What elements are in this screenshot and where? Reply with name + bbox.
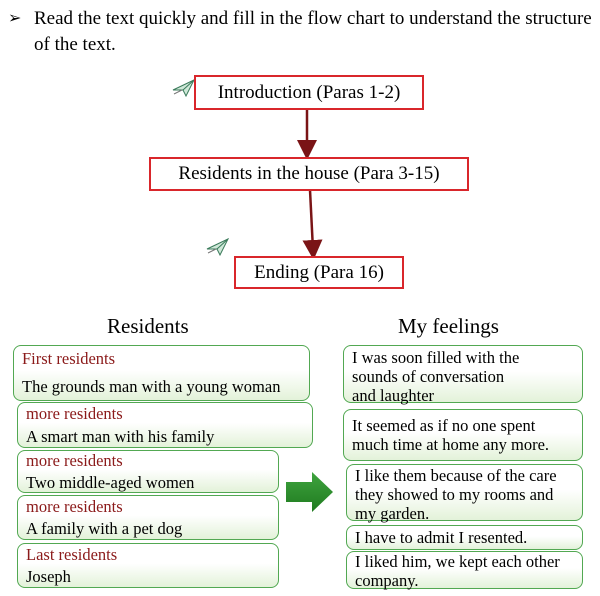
feeling-card-text: I was soon filled with the sounds of con… — [352, 348, 520, 405]
resident-card-3: more residents Two middle-aged women — [17, 450, 279, 493]
paper-plane-icon — [206, 237, 230, 257]
feeling-card-text: It seemed as if no one spent much time a… — [352, 416, 550, 454]
resident-card-4: more residents A family with a pet dog — [17, 495, 279, 540]
flow-box-residents: Residents in the house (Para 3-15) — [149, 157, 469, 191]
resident-card-label: First residents — [22, 349, 116, 368]
flow-arrow-2 — [302, 189, 323, 260]
feeling-card-text: I liked him, we kept each other company. — [355, 552, 560, 590]
feeling-card-2: It seemed as if no one spent much time a… — [343, 409, 583, 461]
arrow-bullet-icon: ➢ — [8, 10, 22, 27]
resident-card-1: First residents The grounds man with a y… — [13, 345, 310, 401]
resident-card-label: Last residents — [26, 545, 118, 564]
big-right-arrow-icon — [286, 472, 333, 512]
residents-heading: Residents — [107, 314, 189, 338]
paper-plane-icon — [172, 78, 196, 98]
feelings-heading: My feelings — [398, 314, 499, 338]
flow-connectors — [297, 110, 323, 260]
instruction-text: Read the text quickly and fill in the fl… — [34, 8, 592, 55]
feeling-card-text: I have to admit I resented. — [355, 528, 528, 547]
flow-box-ending-label: Ending (Para 16) — [254, 261, 384, 283]
flow-box-introduction: Introduction (Paras 1-2) — [194, 75, 424, 110]
resident-card-value: A family with a pet dog — [26, 519, 183, 538]
resident-card-value: Two middle-aged women — [26, 473, 195, 492]
resident-card-5: Last residents Joseph — [17, 543, 279, 588]
feeling-card-4: I have to admit I resented. — [346, 525, 583, 550]
resident-card-label: more residents — [26, 497, 123, 516]
resident-card-value: Joseph — [26, 567, 71, 586]
resident-card-value: The grounds man with a young woman — [22, 377, 281, 396]
feeling-card-text: I like them because of the care they sho… — [355, 466, 557, 523]
flow-box-residents-label: Residents in the house (Para 3-15) — [178, 163, 440, 184]
flow-box-introduction-label: Introduction (Paras 1-2) — [217, 81, 401, 103]
feeling-card-3: I like them because of the care they sho… — [346, 464, 583, 523]
resident-card-label: more residents — [26, 451, 123, 470]
resident-card-2: more residents A smart man with his fami… — [17, 402, 313, 448]
flow-box-ending: Ending (Para 16) — [234, 256, 404, 289]
resident-card-label: more residents — [26, 404, 123, 423]
feeling-card-1: I was soon filled with the sounds of con… — [343, 345, 583, 405]
resident-card-value: A smart man with his family — [26, 427, 215, 446]
feeling-card-5: I liked him, we kept each other company. — [346, 551, 583, 590]
